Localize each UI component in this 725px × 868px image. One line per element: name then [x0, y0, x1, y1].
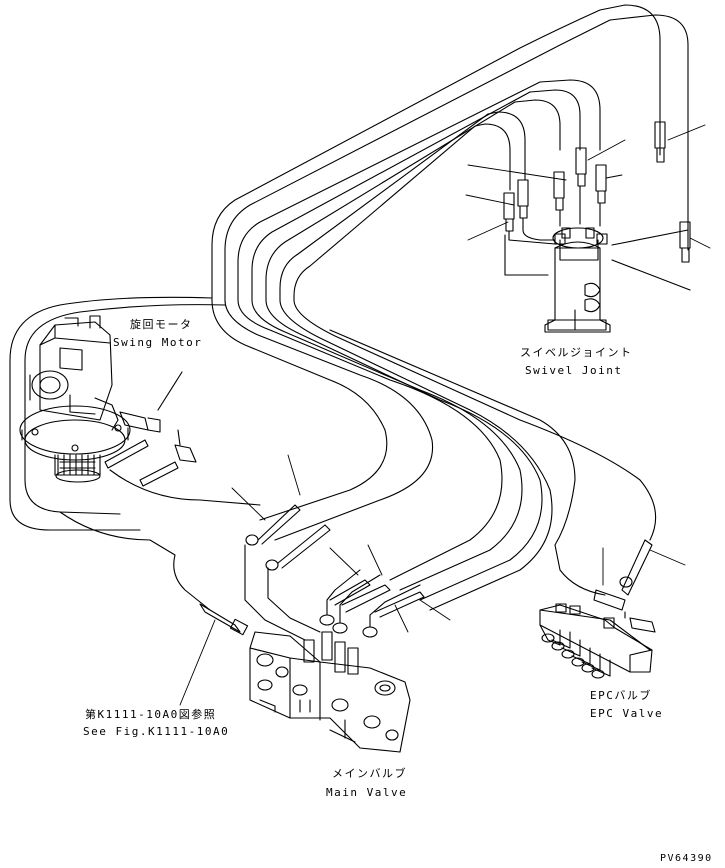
epc-valve	[539, 539, 656, 679]
leader-lines-top	[465, 124, 711, 249]
epc-valve-label-jp: EPCバルブ	[590, 689, 652, 702]
swing-motor-fittings	[104, 371, 197, 487]
leader-lines-main	[179, 454, 451, 706]
upper-hose-bundle	[211, 4, 689, 301]
swing-motor-label-en: Swing Motor	[113, 336, 203, 349]
swing-motor-hose-loop	[9, 296, 261, 611]
main-valve-fittings	[199, 504, 425, 675]
swivel-joint	[504, 227, 691, 333]
leader-lines-epc	[602, 547, 686, 586]
see-fig-label-en: See Fig.K1111-10A0	[83, 725, 230, 738]
swivel-fittings	[503, 121, 691, 263]
main-valve	[249, 631, 411, 753]
swing-motor-label-jp: 旋回モータ	[130, 318, 193, 331]
see-fig-label-jp: 第K1111-10A0図参照	[85, 708, 217, 721]
epc-valve-label-en: EPC Valve	[590, 707, 664, 720]
swivel-joint-label-jp: スイベルジョイント	[520, 346, 633, 359]
lower-hose-bundle	[211, 299, 657, 611]
drawing-code: PV64390	[660, 853, 713, 864]
swing-motor	[19, 315, 131, 483]
main-valve-label-en: Main Valve	[326, 786, 408, 799]
swivel-joint-label-en: Swivel Joint	[525, 364, 623, 377]
main-valve-label-jp: メインバルブ	[332, 767, 407, 780]
